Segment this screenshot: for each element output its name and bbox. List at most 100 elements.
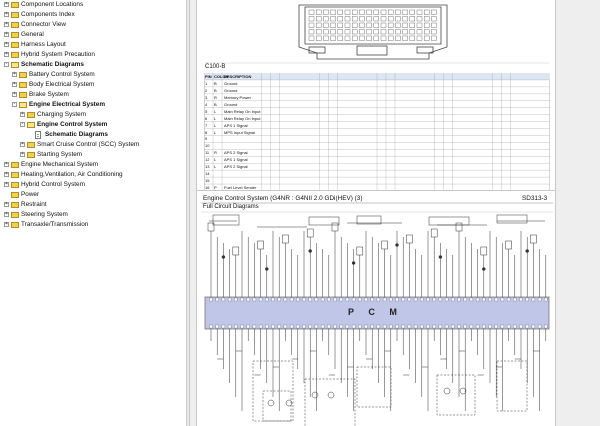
pin-table [204, 73, 550, 191]
table-cell-description: Ground [224, 101, 238, 107]
expand-toggle-icon[interactable]: + [4, 211, 9, 217]
table-cell-color: L [214, 122, 217, 128]
expand-toggle-icon[interactable]: + [4, 1, 9, 7]
tree-item[interactable]: +Transaxle/Transmission [0, 220, 186, 230]
table-cell-pin: 13 [205, 164, 210, 170]
expand-toggle-icon[interactable]: + [4, 171, 9, 177]
expand-toggle-icon[interactable]: + [20, 141, 25, 147]
table-cell-description: APS 2 Signal [224, 150, 248, 156]
table-cell-pin: 6 [205, 115, 208, 121]
expand-toggle-icon[interactable]: + [4, 161, 9, 167]
tree-item[interactable]: +Charging System [0, 110, 186, 120]
tree-item-label: Engine Electrical System [29, 101, 106, 108]
expand-toggle-icon[interactable]: + [20, 111, 25, 117]
tree-item-label: Components Index [21, 11, 75, 18]
tree-item[interactable]: + Battery Control System [0, 70, 186, 80]
expand-toggle-icon[interactable]: + [4, 31, 9, 37]
folder-icon [11, 41, 19, 48]
table-cell-color: L [214, 108, 217, 114]
table-cell-description: Memory Power [224, 94, 251, 100]
expand-toggle-icon[interactable]: + [4, 41, 9, 47]
tree-item-label: Smart Cruise Control (SCC) System [37, 141, 140, 148]
page-code: SD313-3 [522, 195, 548, 202]
pcm-label: P C M [348, 307, 403, 317]
expand-toggle-icon[interactable]: + [4, 11, 9, 17]
expand-toggle-icon[interactable]: + [4, 221, 9, 227]
tree-item[interactable]: +Harness Layout [0, 40, 186, 50]
tree-item[interactable]: + Hybrid Control System [0, 180, 186, 190]
folder-icon [11, 171, 19, 178]
tree-item-label: Schematic Diagrams [21, 61, 84, 68]
table-header-description: DESCRIPTION [224, 74, 252, 79]
expand-toggle-icon[interactable]: + [12, 81, 17, 87]
collapse-toggle-icon[interactable]: - [12, 101, 17, 107]
expand-toggle-icon[interactable]: + [20, 151, 25, 157]
table-cell-color: R [214, 150, 217, 156]
pane-splitter[interactable] [186, 0, 190, 426]
expand-toggle-icon[interactable]: + [12, 91, 17, 97]
tree-item-label: Restraint [21, 201, 47, 208]
tree-item[interactable]: +Hybrid System Precaution [0, 50, 186, 60]
tree-item[interactable]: - Engine Electrical System [0, 100, 186, 110]
tree-item[interactable]: + Starting System [0, 150, 186, 160]
tree-item-label: Heating,Ventilation, Air Conditioning [21, 171, 123, 178]
connector-drawing [205, 4, 549, 64]
table-cell-color: B [214, 87, 217, 93]
tree-item-label: Hybrid Control System [21, 181, 85, 188]
folder-icon [11, 21, 19, 28]
table-cell-pin: 4 [205, 101, 208, 107]
collapse-toggle-icon[interactable]: - [4, 61, 9, 67]
table-cell-description: Main Relay On Input [224, 108, 261, 114]
tree-item[interactable]: + Restraint [0, 200, 186, 210]
folder-icon [11, 51, 19, 58]
table-cell-color: L [214, 129, 217, 135]
expand-toggle-icon[interactable]: + [4, 51, 9, 57]
folder-open-icon [19, 101, 27, 108]
tree-item[interactable]: Schematic Diagrams [0, 130, 186, 140]
tree-item[interactable]: +Connector View [0, 20, 186, 30]
tree-item[interactable]: +Steering System [0, 210, 186, 220]
table-cell-description: Ground [224, 87, 238, 93]
tree-item[interactable]: +Component Locations [0, 0, 186, 10]
table-cell-pin: 8 [205, 129, 208, 135]
folder-icon [27, 141, 35, 148]
collapse-toggle-icon[interactable]: - [20, 121, 25, 127]
tree-item-label: Battery Control System [29, 71, 95, 78]
expand-toggle-icon[interactable]: + [12, 71, 17, 77]
table-cell-description: APS 1 Signal [224, 122, 248, 128]
tree-item-label: Body Electrical System [29, 81, 95, 88]
table-header-color: COLOR [214, 74, 229, 79]
tree-item[interactable]: + Brake System [0, 90, 186, 100]
tree-item-label: Engine Control System [37, 121, 108, 128]
tree-item[interactable]: - Schematic Diagrams [0, 60, 186, 70]
document-icon [35, 131, 41, 139]
tree-item-label: Brake System [29, 91, 69, 98]
tree-item[interactable]: + Body Electrical System [0, 80, 186, 90]
table-cell-color: B [214, 101, 217, 107]
folder-icon [11, 191, 19, 198]
expand-toggle-icon[interactable]: + [4, 181, 9, 187]
tree-item-label: Engine Mechanical System [21, 161, 99, 168]
schematic-page: Engine Control System (G4NR : G4NII 2.0 … [196, 190, 556, 426]
tree-item[interactable]: - Engine Control System [0, 120, 186, 130]
folder-open-icon [11, 61, 19, 68]
tree-item[interactable]: +General [0, 30, 186, 40]
connector-id: C100-B [205, 64, 226, 70]
tree-item-label: Power [21, 191, 40, 198]
tree-item-label: Starting System [37, 151, 83, 158]
tree-item[interactable]: + Components Index [0, 10, 186, 20]
tree-item[interactable]: + Engine Mechanical System [0, 160, 186, 170]
tree-item[interactable]: + Heating,Ventilation, Air Conditioning [0, 170, 186, 180]
tree-item[interactable]: + Smart Cruise Control (SCC) System [0, 140, 186, 150]
folder-open-icon [27, 121, 35, 128]
expand-toggle-icon[interactable]: + [4, 21, 9, 27]
table-cell-pin: 10 [205, 143, 210, 149]
tree-item[interactable]: Power [0, 190, 186, 200]
table-cell-pin: 5 [205, 108, 208, 114]
expand-toggle-icon[interactable]: + [4, 201, 9, 207]
folder-icon [11, 181, 19, 188]
table-cell-pin: 12 [205, 157, 210, 163]
table-cell-color: L [214, 115, 217, 121]
table-header-pin: PIN [205, 74, 212, 79]
folder-icon [19, 91, 27, 98]
